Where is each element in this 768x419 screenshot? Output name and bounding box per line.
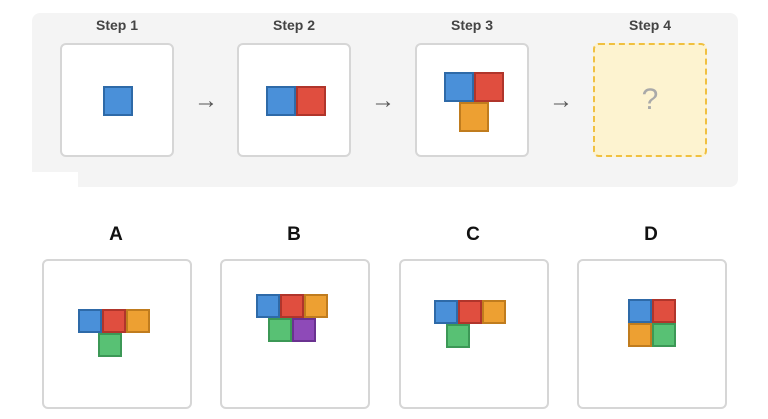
question-mark-icon: ?: [641, 83, 659, 116]
option-a-label: A: [109, 224, 123, 245]
red-square: [102, 309, 126, 333]
red-square: [280, 294, 304, 318]
red-square: [474, 72, 504, 102]
orange-square: [628, 323, 652, 347]
arrow-right-icon: →: [194, 87, 218, 114]
blue-square: [434, 300, 458, 324]
step-2-label: Step 2: [272, 17, 315, 33]
blue-square: [444, 72, 474, 102]
green-square: [268, 318, 292, 342]
blue-square: [256, 294, 280, 318]
blue-square: [628, 299, 652, 323]
panel-notch: [32, 172, 78, 190]
step-1-label: Step 1: [95, 17, 138, 33]
option-b-label: B: [287, 224, 301, 245]
option-c-box[interactable]: [399, 259, 549, 409]
step-4-question-box: ?: [593, 43, 707, 157]
option-c-label: C: [466, 224, 480, 245]
green-square: [652, 323, 676, 347]
green-square: [98, 333, 122, 357]
arrow-right-icon: →: [371, 87, 395, 114]
option-a-box[interactable]: [42, 259, 192, 409]
step-4-label: Step 4: [628, 17, 671, 33]
green-square: [446, 324, 470, 348]
blue-square: [78, 309, 102, 333]
orange-square: [126, 309, 150, 333]
step-3-label: Step 3: [450, 17, 493, 33]
step-3-box: [415, 43, 529, 157]
orange-square: [459, 102, 489, 132]
orange-square: [482, 300, 506, 324]
blue-square: [103, 86, 133, 116]
purple-square: [292, 318, 316, 342]
option-d-box[interactable]: [577, 259, 727, 409]
blue-square: [266, 86, 296, 116]
option-b-box[interactable]: [220, 259, 370, 409]
red-square: [296, 86, 326, 116]
red-square: [458, 300, 482, 324]
arrow-right-icon: →: [549, 87, 573, 114]
step-2-box: [237, 43, 351, 157]
orange-square: [304, 294, 328, 318]
red-square: [652, 299, 676, 323]
step-1-box: [60, 43, 174, 157]
option-d-label: D: [644, 224, 658, 245]
